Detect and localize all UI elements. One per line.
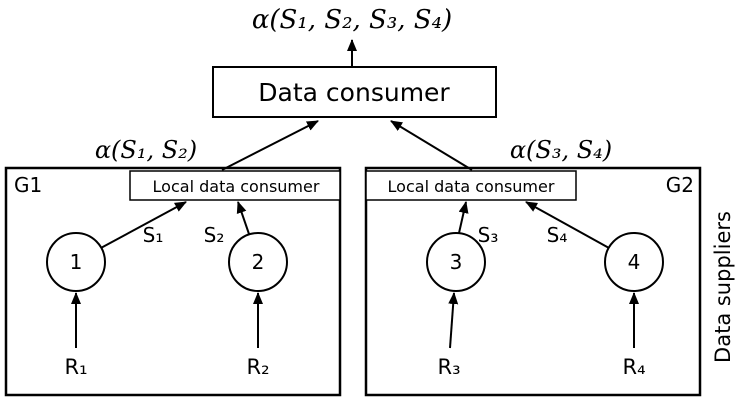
source-r4-label: R₄: [622, 355, 645, 379]
node1-id-label: 1: [70, 250, 83, 274]
source-r2-label: R₂: [246, 355, 269, 379]
g1-local-consumer-label: Local data consumer: [153, 177, 320, 196]
g2-aggregate-label: α(S₃, S₄): [510, 136, 612, 164]
node2-to-g1-local-arrow: [236, 201, 250, 235]
source-r1-label: R₁: [64, 355, 87, 379]
node4-to-g2-local-arrow: [525, 201, 610, 249]
supplier-node-1: [46, 232, 106, 292]
supplier-node-4: [604, 232, 664, 292]
node1-to-g1-local-arrow: [98, 201, 187, 250]
g1-local-to-consumer-arrow: [221, 120, 319, 171]
data-suppliers-side-label: Data suppliers: [711, 211, 735, 363]
source-r3-label: R₃: [437, 355, 460, 379]
data-consumer-label: Data consumer: [258, 78, 450, 107]
data-consumer-box: [212, 66, 497, 118]
node3-to-g2-local-arrow: [458, 201, 469, 234]
g1-aggregate-label: α(S₁, S₂): [95, 136, 197, 164]
signal-s2-label: S₂: [204, 223, 225, 247]
signal-s1-label: S₁: [143, 223, 164, 247]
signal-s4-label: S₄: [547, 223, 568, 247]
node4-id-label: 4: [628, 250, 641, 274]
node3-id-label: 3: [450, 250, 463, 274]
g1-name-label: G1: [14, 173, 42, 197]
g2-local-consumer-label: Local data consumer: [388, 177, 555, 196]
g2-name-label: G2: [666, 173, 694, 197]
g1-local-consumer-box: [129, 170, 341, 201]
supplier-node-3: [426, 232, 486, 292]
r3-to-node3-arrow: [448, 292, 459, 349]
g2-local-to-consumer-arrow: [390, 120, 473, 171]
g2-local-consumer-box: [365, 170, 577, 201]
signal-s3-label: S₃: [478, 223, 499, 247]
supplier-node-2: [228, 232, 288, 292]
node2-id-label: 2: [252, 250, 265, 274]
output-aggregate-label: α(S₁, S₂, S₃, S₄): [252, 5, 452, 35]
